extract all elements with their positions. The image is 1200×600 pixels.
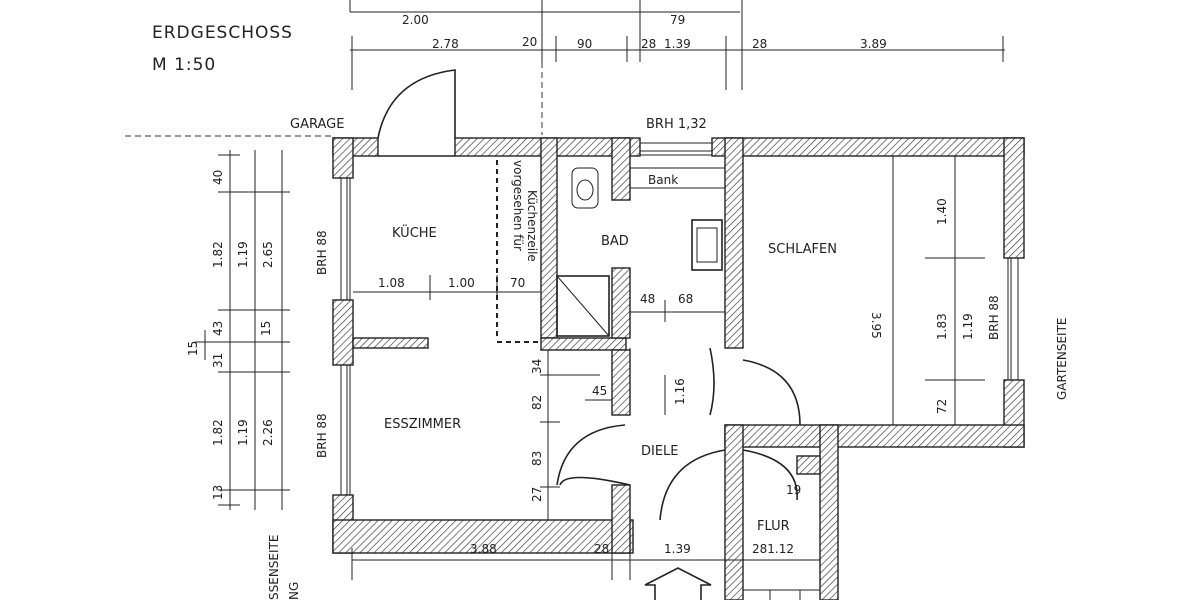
bottom-dimension-lines	[351, 548, 820, 580]
dim-diele-83: 83	[530, 451, 544, 466]
dim-top-20: 20	[522, 35, 537, 49]
dim-schlafen-1-83: 1.83	[935, 313, 949, 340]
toilet-icon	[571, 167, 599, 209]
bad-dimension-lines	[630, 300, 725, 322]
dim-top-3-89: 3.89	[860, 37, 887, 51]
dim-kitchen-1-08: 1.08	[378, 276, 405, 290]
label-strassenseite-1: SSENSEITE	[267, 535, 281, 600]
label-vorgesehen-2: Küchenzeile	[525, 190, 539, 262]
label-vorgesehen-1: vorgesehen für	[511, 160, 525, 251]
dim-bad-68: 68	[678, 292, 693, 306]
entrance-arrow-icon	[644, 567, 712, 600]
diele-dimension-lines	[540, 349, 666, 520]
label-garage: GARAGE	[290, 117, 344, 132]
label-brh-right: BRH 88	[987, 295, 1001, 340]
dim-left-43: 43	[211, 321, 225, 336]
label-schlafen: SCHLAFEN	[768, 242, 837, 257]
dim-left-40: 40	[211, 170, 225, 185]
label-flur: FLUR	[757, 519, 790, 534]
dim-schlafen-1-19: 1.19	[961, 313, 975, 340]
label-gartenseite: GARTENSEITE	[1055, 317, 1069, 400]
dim-left-13: 13	[211, 485, 225, 500]
dim-diele-1-16: 1.16	[673, 378, 687, 405]
doors	[377, 69, 801, 521]
dim-schlafen-72: 72	[935, 399, 949, 414]
dim-bad-48: 48	[640, 292, 655, 306]
walls	[332, 137, 1025, 600]
dim-diele-82: 82	[530, 395, 544, 410]
label-strassenseite-2: NG	[287, 582, 301, 600]
top-dimension-lines	[349, 0, 1005, 135]
dim-left-2-65: 2.65	[261, 241, 275, 268]
label-bank: Bank	[648, 173, 678, 187]
dim-top-1-39: 1.39	[664, 37, 691, 51]
dim-schlafen-3-95: 3.95	[869, 312, 883, 339]
dim-top-28a: 28	[641, 37, 656, 51]
dim-left-15: 15	[259, 321, 273, 336]
left-dimension-lines	[195, 150, 290, 510]
dim-top-2-00: 2.00	[402, 13, 429, 27]
dim-left-1-82b: 1.82	[211, 419, 225, 446]
label-esszimmer: ESSZIMMER	[384, 417, 461, 432]
dim-top-2-78: 2.78	[432, 37, 459, 51]
label-diele: DIELE	[641, 444, 679, 459]
dim-left-1-19a: 1.19	[236, 241, 250, 268]
dim-bottom-1-39: 1.39	[664, 542, 691, 556]
dim-top-90: 90	[577, 37, 592, 51]
plan-title: ERDGESCHOSS	[152, 23, 293, 43]
label-kueche: KÜCHE	[392, 224, 437, 241]
dim-bottom-3-88: 3.88	[470, 542, 497, 556]
dim-diele-27: 27	[530, 487, 544, 502]
dim-kitchen-1-00: 1.00	[448, 276, 475, 290]
dim-diele-34: 34	[530, 359, 544, 374]
dim-flur-19: 19	[786, 483, 801, 497]
dim-top-79: 79	[670, 13, 685, 27]
windows	[340, 142, 1019, 496]
dim-kitchen-70: 70	[510, 276, 525, 290]
dim-left-15-outer: 15	[186, 341, 200, 356]
flur-stairs	[743, 589, 820, 600]
label-brh-left-top: BRH 88	[315, 230, 329, 275]
bathroom-fixtures	[556, 167, 725, 337]
schlafen-dimension-lines	[892, 156, 985, 425]
dim-left-1-82a: 1.82	[211, 241, 225, 268]
dim-schlafen-1-40: 1.40	[935, 198, 949, 225]
dim-left-1-19b: 1.19	[236, 419, 250, 446]
label-bad: BAD	[601, 234, 629, 249]
dim-bottom-28-1-12: 281.12	[752, 542, 794, 556]
dim-diele-45: 45	[592, 384, 607, 398]
dim-bottom-28: 28	[594, 542, 609, 556]
dim-left-2-26: 2.26	[261, 419, 275, 446]
label-brh-top: BRH 1,32	[646, 117, 707, 132]
shower-icon	[556, 275, 610, 337]
dim-left-31: 31	[211, 353, 225, 368]
dim-top-28b: 28	[752, 37, 767, 51]
sink-icon	[691, 219, 723, 271]
kitchen-dimension-lines	[353, 275, 540, 300]
plan-scale: M 1:50	[152, 55, 216, 75]
label-brh-left-bottom: BRH 88	[315, 413, 329, 458]
